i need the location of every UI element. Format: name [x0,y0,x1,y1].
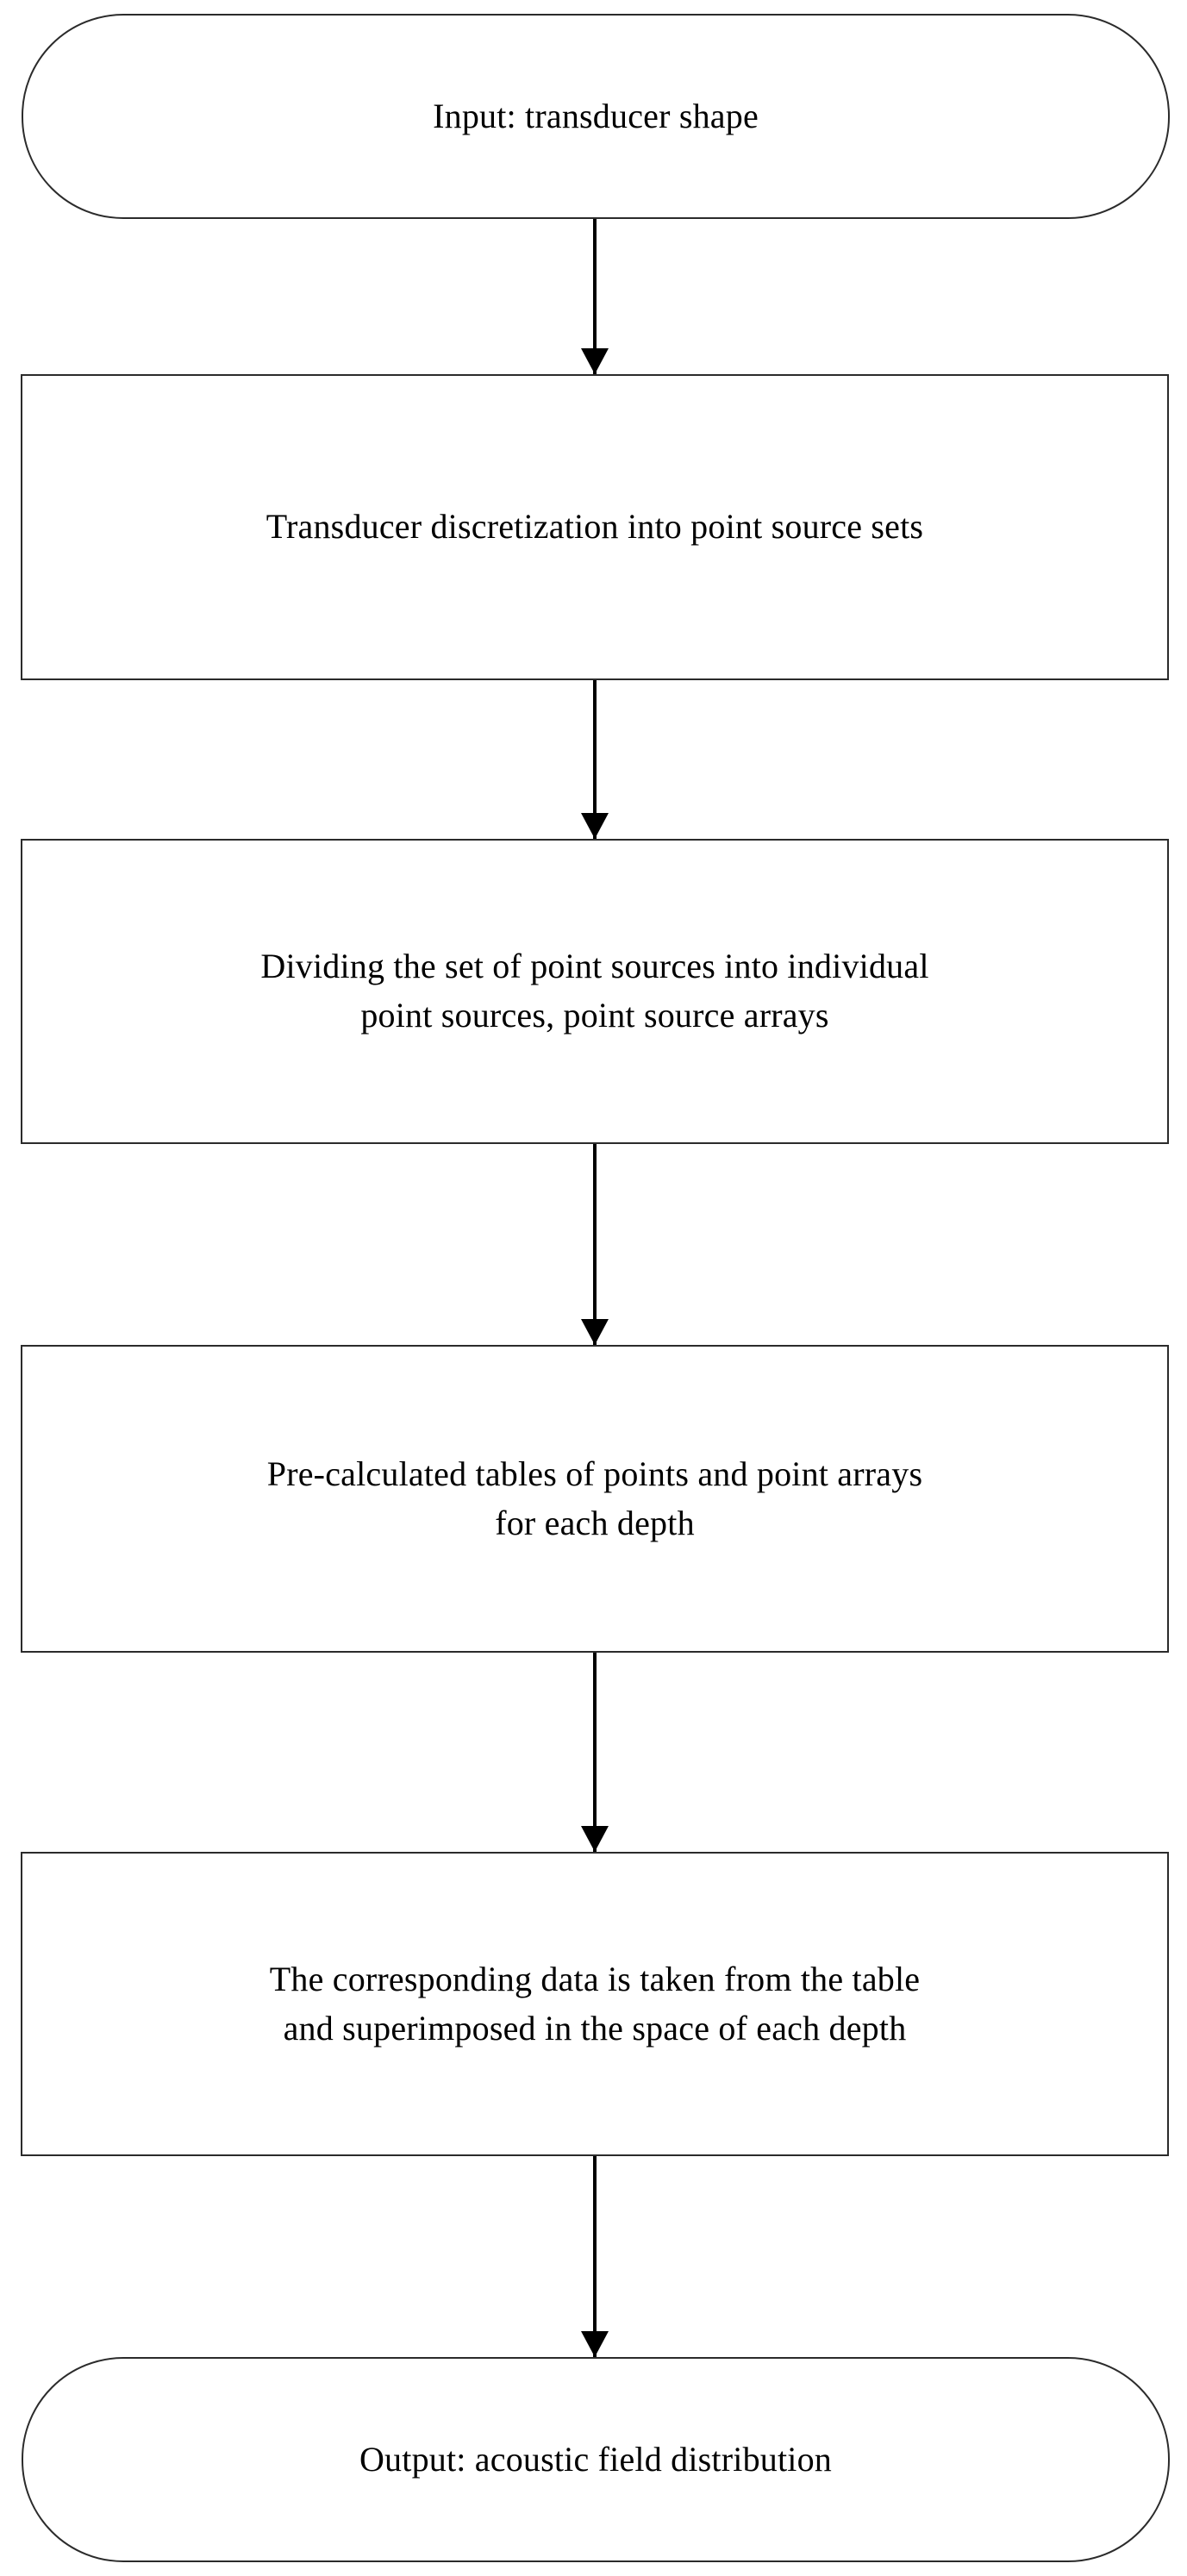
node-label-dividing: Dividing the set of point sources into i… [260,947,929,1035]
flowchart-node-dividing: Dividing the set of point sources into i… [21,839,1169,1144]
flowchart-node-superimposed: The corresponding data is taken from the… [21,1852,1169,2156]
arrow-shaft [593,680,597,839]
arrowhead-down-icon [581,1319,609,1345]
arrowhead-down-icon [581,1826,609,1852]
flowchart-node-output: Output: acoustic field distribution [22,2357,1170,2562]
node-label-discretization: Transducer discretization into point sou… [266,507,924,547]
arrowhead-down-icon [581,2331,609,2357]
node-label-input: Input: transducer shape [433,96,759,135]
flowchart-node-precalculated: Pre-calculated tables of points and poin… [21,1345,1169,1653]
arrow-shaft [593,1653,597,1852]
node-label-output: Output: acoustic field distribution [359,2439,833,2479]
flowchart-node-discretization: Transducer discretization into point sou… [21,374,1169,680]
arrow-shaft [593,218,597,374]
node-label-precalculated: Pre-calculated tables of points and poin… [266,1454,923,1542]
node-label-superimposed: The corresponding data is taken from the… [269,1959,921,2048]
arrowhead-down-icon [581,348,609,374]
arrow-shaft [593,2156,597,2357]
arrowhead-down-icon [581,813,609,839]
flowchart-node-input: Input: transducer shape [22,14,1170,219]
arrow-shaft [593,1144,597,1345]
